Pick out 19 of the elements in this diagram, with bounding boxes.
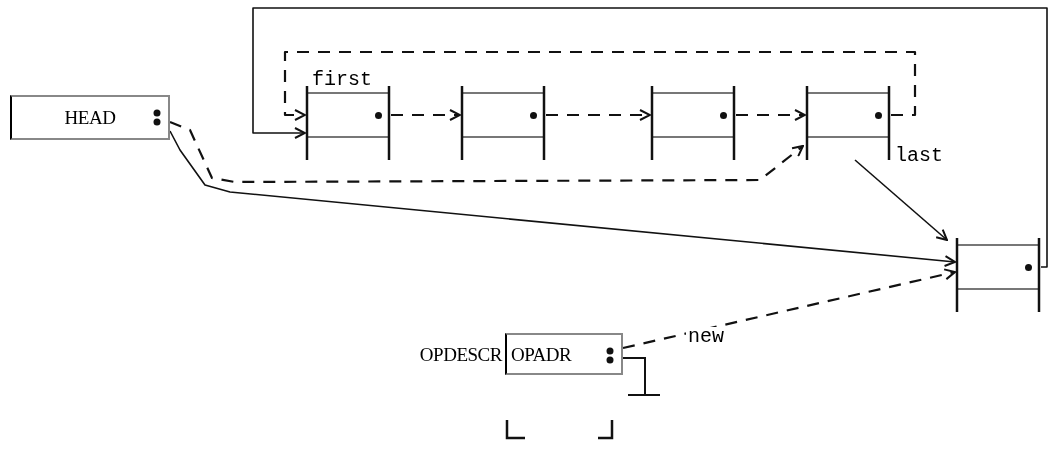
list-element-box — [805, 86, 891, 160]
arrow — [622, 268, 956, 350]
side-label: OPDESCR — [419, 345, 502, 364]
list-element-box — [955, 238, 1041, 312]
list-element-box — [460, 86, 546, 160]
arrow — [283, 50, 917, 121]
box-label: HEAD — [64, 108, 116, 127]
record-box — [10, 95, 170, 140]
arrow — [252, 7, 1048, 268]
arrow — [546, 109, 651, 121]
arrow — [736, 109, 806, 121]
arrow — [854, 159, 948, 241]
arrow — [169, 120, 804, 184]
arrow — [169, 130, 956, 267]
list-element-box — [305, 86, 391, 160]
box-label: OPADR — [511, 344, 572, 364]
pointer-label: first — [312, 70, 372, 90]
arrow — [391, 109, 461, 121]
list-element-box — [650, 86, 736, 160]
